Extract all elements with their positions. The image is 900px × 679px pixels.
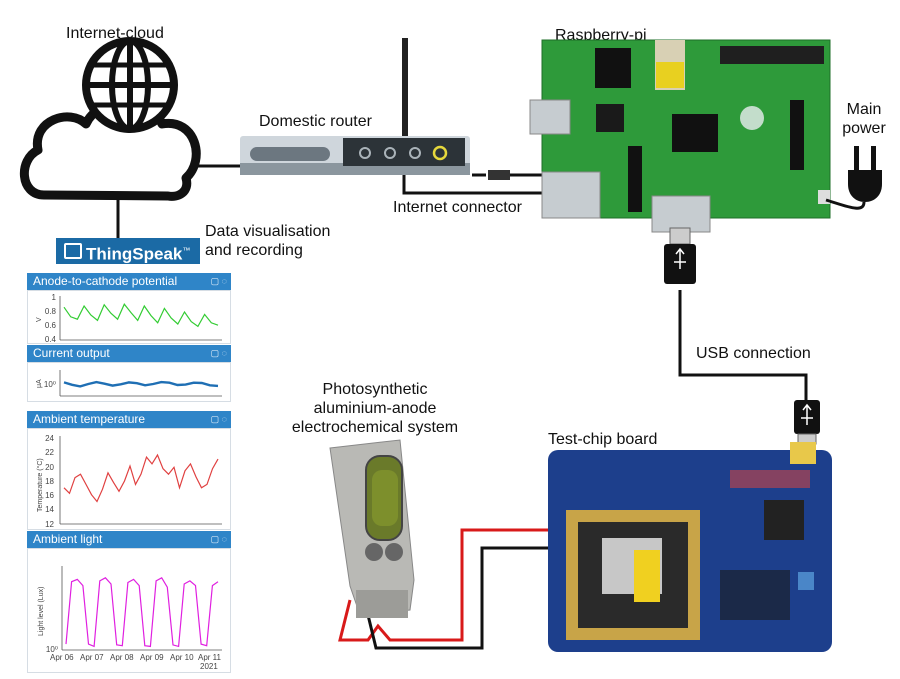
panel-header-light[interactable]: Ambient light ▢ ◌ — [27, 531, 231, 548]
label-data-visualisation: Data visualisation and recording — [205, 222, 330, 260]
board-date-text: Jan 2019 — [718, 558, 756, 568]
label-main-power-line2: power — [842, 120, 886, 137]
router — [240, 38, 470, 175]
cloud-icon — [20, 98, 201, 201]
panel-header-current[interactable]: Current output ▢ ◌ — [27, 345, 231, 362]
panel-title: Anode-to-cathode potential — [33, 274, 178, 288]
label-raspberry-pi: Raspberry-pi — [555, 27, 647, 44]
comment-icon[interactable]: ▢ ◌ — [210, 534, 227, 544]
comment-icon[interactable]: ▢ ◌ — [210, 414, 227, 424]
power-plug-icon — [825, 146, 882, 210]
usb-plug-bottom — [794, 400, 820, 445]
panel-header-potential[interactable]: Anode-to-cathode potential ▢ ◌ — [27, 273, 231, 290]
label-photo-line3: electrochemical system — [291, 419, 459, 436]
label-photo-line1: Photosynthetic — [322, 381, 428, 398]
thingspeak-tm: ™ — [182, 246, 191, 255]
panel-header-temperature[interactable]: Ambient temperature ▢ ◌ — [27, 411, 231, 428]
label-test-chip-board: Test-chip board — [548, 431, 658, 448]
label-domestic-router: Domestic router — [259, 113, 372, 130]
comment-icon[interactable]: ▢ ◌ — [210, 276, 227, 286]
usb-plug-top — [664, 227, 696, 284]
globe-icon — [82, 37, 178, 133]
electrode-wires — [338, 528, 548, 650]
label-data-vis-line2: and recording — [205, 242, 303, 259]
board-brand-text: ARM Research — [552, 452, 694, 474]
panel-title: Ambient temperature — [33, 412, 146, 426]
panel-title: Current output — [33, 346, 110, 360]
chip-label: 040 — [645, 567, 661, 591]
label-main-power: Main power — [836, 100, 892, 138]
comment-icon[interactable]: ▢ ◌ — [210, 348, 227, 358]
thingspeak-logo: ThingSpeak™ — [56, 238, 200, 264]
label-main-power-line1: Main — [846, 101, 882, 118]
label-data-vis-line1: Data visualisation — [205, 223, 331, 240]
electrochemical-cell — [329, 439, 415, 618]
thingspeak-logo-text: ThingSpeak — [86, 244, 183, 264]
panel-body-temperature — [27, 428, 231, 530]
label-internet-cloud: Internet-cloud — [66, 25, 164, 42]
label-internet-connector: Internet connector — [393, 199, 522, 216]
label-usb-connection: USB connection — [696, 345, 811, 362]
label-photo-line2: aluminium-anode — [313, 400, 437, 417]
raspberry-pi-board — [529, 39, 831, 233]
panel-body-current — [27, 362, 231, 402]
panel-body-potential — [27, 290, 231, 344]
label-photosynthetic-system: Photosynthetic aluminium-anode electroch… — [270, 380, 480, 437]
panel-title: Ambient light — [33, 532, 103, 546]
chat-bubble-icon — [64, 243, 82, 259]
panel-body-light — [27, 548, 231, 673]
